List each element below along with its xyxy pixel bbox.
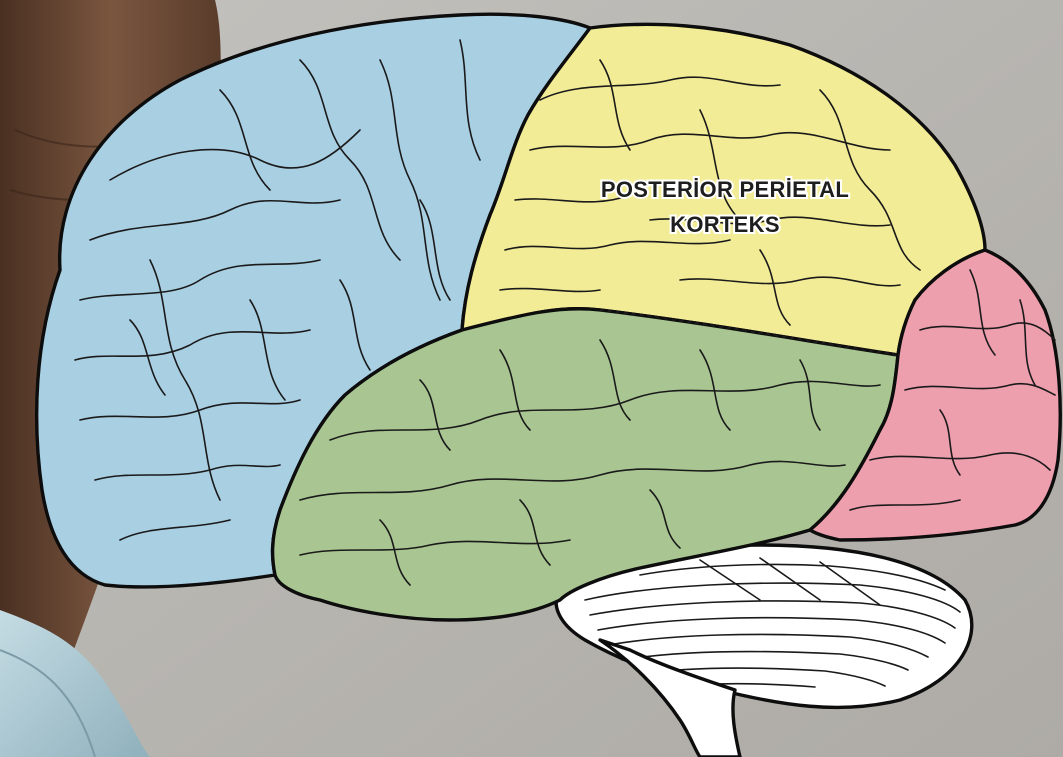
diagram-label-line-2: KORTEKS — [670, 212, 780, 237]
diagram-label-line-1: POSTERİOR PERİETAL — [601, 177, 849, 202]
